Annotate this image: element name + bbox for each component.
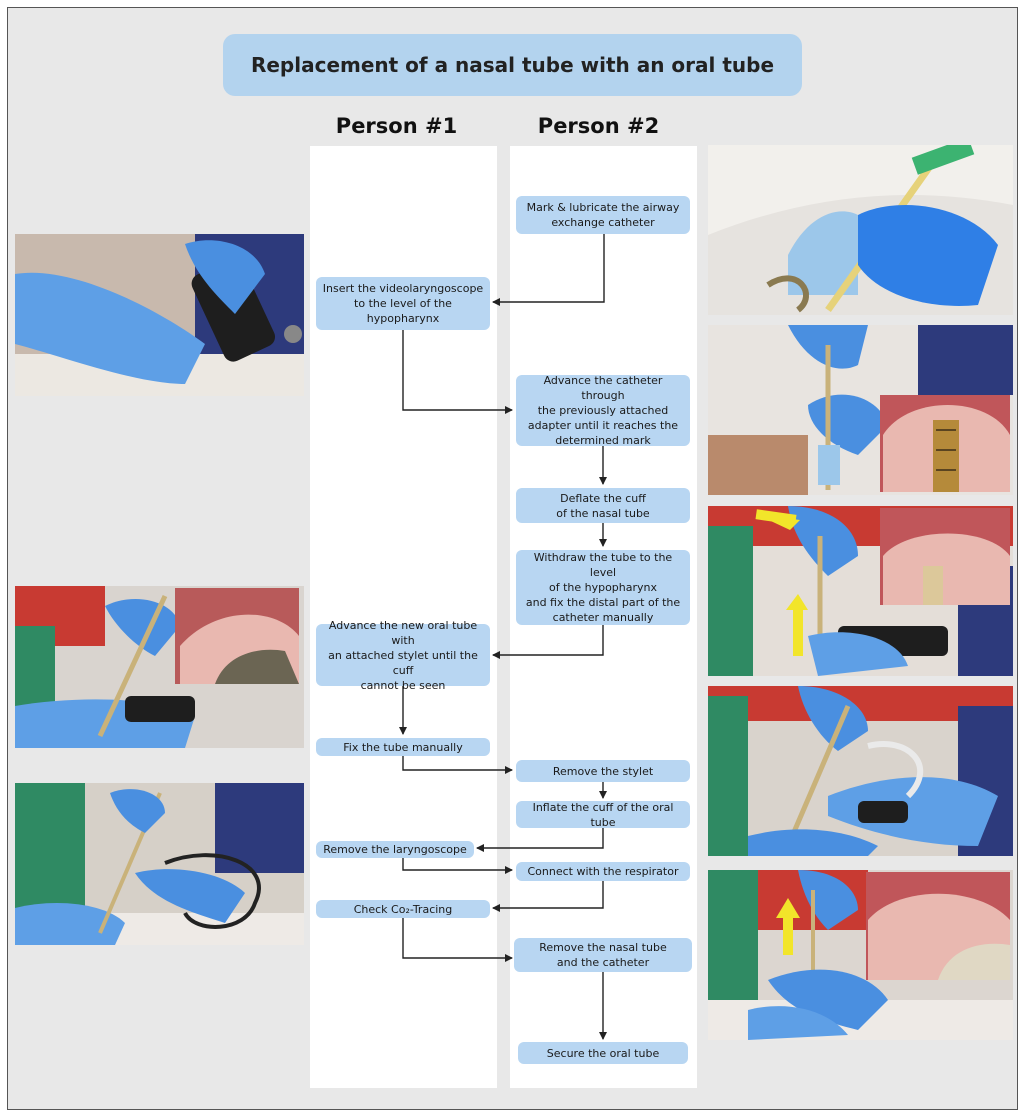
step-insert-videolaryngoscope: Insert the videolaryngoscope to the leve…: [316, 277, 490, 330]
arrow-laryngoscope-to-connect: [402, 858, 513, 874]
step-remove-nasal-tube: Remove the nasal tube and the catheter: [514, 938, 692, 972]
figure-title: Replacement of a nasal tube with an oral…: [223, 34, 802, 96]
step-secure-oral-tube: Secure the oral tube: [518, 1042, 688, 1064]
arrow-check-to-remove-nasal: [402, 918, 513, 962]
step-inflate-cuff: Inflate the cuff of the oral tube: [516, 801, 690, 829]
arrow-mark-to-insert: [492, 234, 605, 306]
arrow-insert-to-advance-catheter: [402, 330, 513, 414]
arrow-withdraw-to-advance-oral: [492, 625, 604, 659]
person2-header: Person #2: [537, 114, 660, 138]
step-remove-laryngoscope: Remove the laryngoscope: [316, 841, 474, 858]
photo-oral-tube-advance: [15, 586, 304, 748]
step-advance-catheter: Advance the catheter through the previou…: [516, 374, 690, 447]
photo-tube-withdraw: [708, 506, 1013, 676]
step-withdraw-tube: Withdraw the tube to the level of the hy…: [516, 550, 690, 625]
step-remove-stylet: Remove the stylet: [516, 760, 690, 782]
photo-videolaryngoscope-insertion: [15, 234, 304, 396]
step-connect-respirator: Connect with the respirator: [516, 862, 690, 881]
arrow-fix-to-remove-stylet: [402, 756, 513, 774]
step-fix-tube: Fix the tube manually: [316, 738, 490, 756]
step-deflate-cuff: Deflate the cuff of the nasal tube: [516, 488, 690, 523]
arrow-inflate-to-remove-laryngoscope: [476, 828, 604, 852]
person1-header: Person #1: [335, 114, 458, 138]
step-check-co2: Check Co₂-Tracing: [316, 900, 490, 918]
photo-catheter-lubrication: [708, 145, 1013, 315]
photo-nasal-tube-removal: [708, 870, 1013, 1040]
photo-catheter-advance: [708, 325, 1013, 495]
photo-stylet-removal: [708, 686, 1013, 856]
step-mark-lubricate: Mark & lubricate the airway exchange cat…: [516, 196, 690, 234]
photo-check-tracing: [15, 783, 304, 945]
step-advance-oral-tube: Advance the new oral tube with an attach…: [316, 619, 490, 692]
arrow-connect-to-check: [492, 881, 604, 912]
